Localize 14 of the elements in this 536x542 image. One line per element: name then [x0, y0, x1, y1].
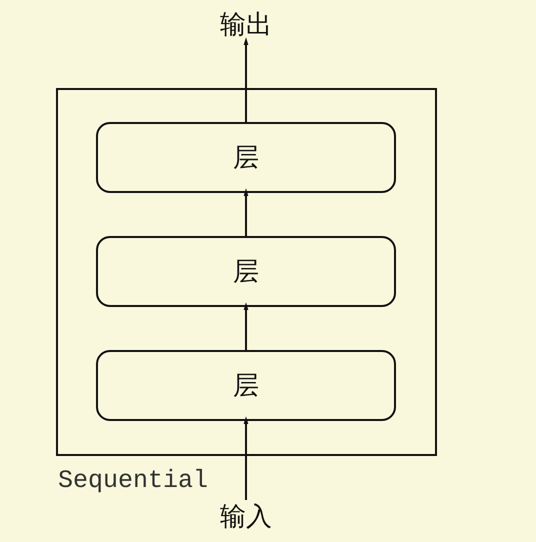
text-label: 输入 [214, 500, 278, 534]
arrow [244, 37, 248, 122]
arrow [244, 188, 248, 236]
arrow [244, 416, 248, 500]
text-label: 输出 [214, 8, 278, 42]
layer-box [96, 350, 396, 421]
container-label: Sequential [58, 466, 208, 495]
container-frame [56, 88, 437, 456]
arrow [244, 302, 248, 350]
layer-box [96, 122, 396, 193]
layer-label: 层 [233, 372, 259, 398]
layer-label: 层 [233, 144, 259, 170]
layer-label: 层 [233, 258, 259, 284]
layer-box [96, 236, 396, 307]
